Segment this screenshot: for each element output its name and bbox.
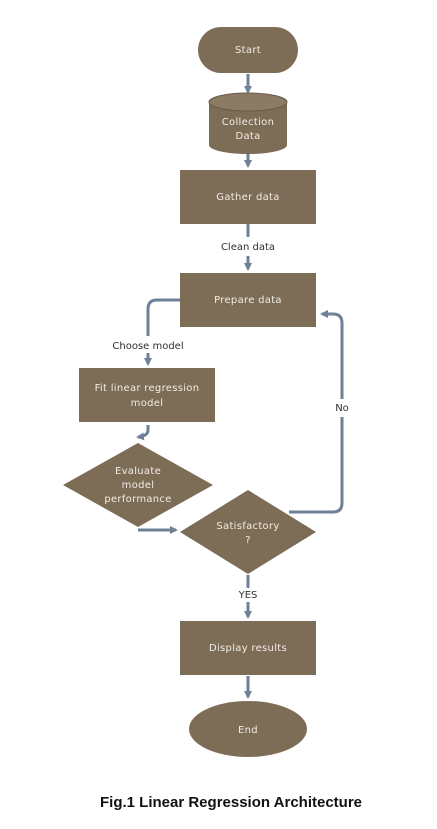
- arrow-fit-to-evaluate: [136, 425, 150, 441]
- satisfactory-label-line1: Satisfactory: [216, 521, 279, 532]
- collection-data-database: Collection Data: [208, 92, 288, 154]
- fit-model-label-line2: model: [131, 398, 164, 409]
- evaluate-decision: Evaluate model performance: [63, 443, 213, 527]
- label-yes: YES: [238, 590, 258, 601]
- fit-model-label-line1: Fit linear regression: [95, 383, 200, 394]
- gather-data-process: Gather data: [180, 170, 316, 224]
- evaluate-label-line1: Evaluate: [115, 466, 161, 477]
- evaluate-label-line3: performance: [104, 494, 171, 505]
- label-no: No: [335, 403, 349, 414]
- collection-data-label-line1: Collection: [222, 117, 274, 128]
- gather-data-label: Gather data: [216, 192, 279, 203]
- start-label: Start: [235, 45, 261, 56]
- figure-caption: Fig.1 Linear Regression Architecture: [100, 794, 363, 811]
- satisfactory-label-line2: ?: [245, 535, 251, 546]
- prepare-data-process: Prepare data: [180, 273, 316, 327]
- prepare-data-label: Prepare data: [214, 295, 282, 306]
- fit-model-process: Fit linear regression model: [79, 368, 215, 422]
- collection-data-label-line2: Data: [235, 131, 260, 142]
- arrow-prepare-to-choose: [146, 298, 180, 336]
- evaluate-label-line2: model: [122, 480, 155, 491]
- label-choose-model: Choose model: [112, 341, 183, 352]
- display-results-process: Display results: [180, 621, 316, 675]
- label-clean-data: Clean data: [221, 242, 275, 253]
- display-results-label: Display results: [209, 643, 287, 654]
- end-label: End: [238, 725, 258, 736]
- end-terminal: End: [189, 701, 307, 757]
- start-terminal: Start: [198, 27, 298, 73]
- satisfactory-decision: Satisfactory ?: [180, 490, 316, 574]
